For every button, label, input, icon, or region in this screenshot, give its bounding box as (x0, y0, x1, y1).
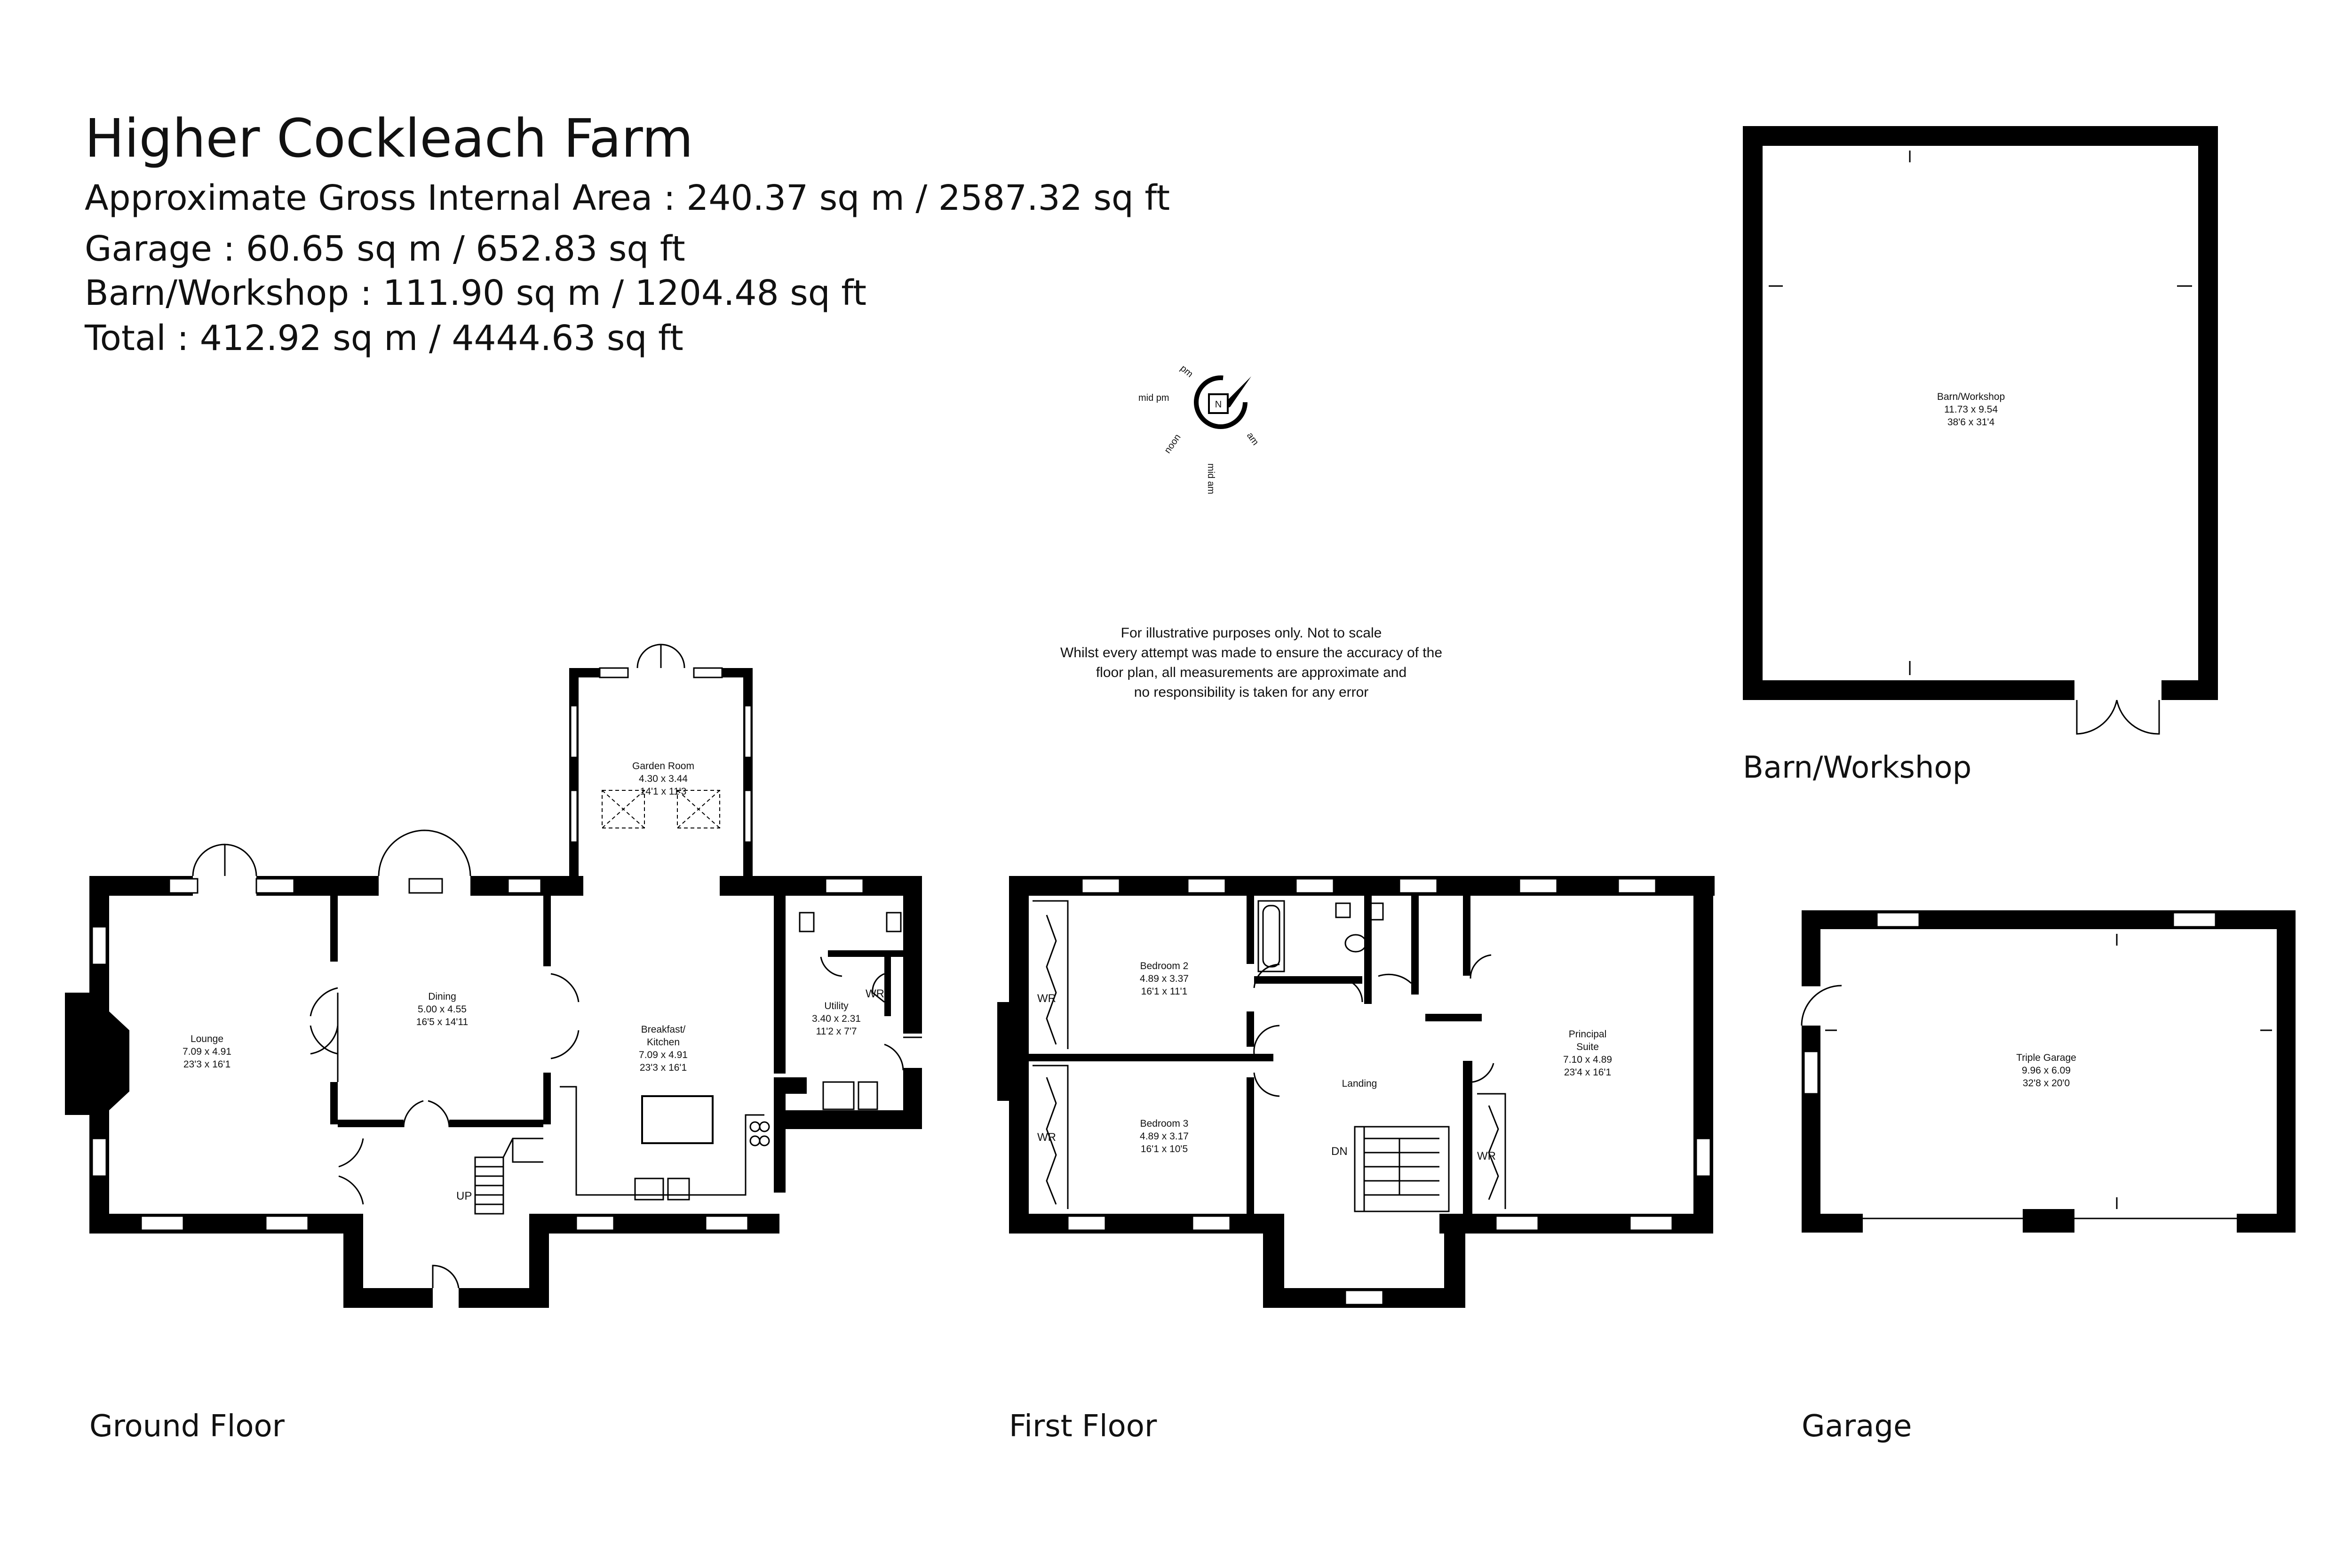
property-title: Higher Cockleach Farm (85, 108, 693, 169)
ground-floor-plan: WR UP Lounge 7.09 x 4.91 23'3 x 16'1 Din… (65, 644, 922, 1308)
room-name: Barn/Workshop (1937, 391, 2005, 402)
wardrobe-mark: WR (1037, 1131, 1056, 1144)
room-dimensions-ft: 23'3 x 16'1 (183, 1059, 230, 1070)
room-name: Kitchen (647, 1037, 680, 1048)
garage-plan: Triple Garage 9.96 x 6.09 32'8 x 20'0 (1801, 910, 2296, 1233)
room-dimensions-ft: 16'1 x 10'5 (1141, 1144, 1188, 1154)
room-dimensions-ft: 32'8 x 20'0 (2023, 1078, 2070, 1089)
first-floor-plan: WR WR WR DN Bedroom 2 4.89 x 3.37 16'1 x… (997, 876, 1715, 1308)
compass-rose-icon: N pm mid pm noon mid am am (1138, 363, 1261, 494)
room-dimensions-ft: 23'3 x 16'1 (640, 1062, 687, 1073)
room-name: Breakfast/ (641, 1024, 686, 1035)
wardrobe-mark: WR (1037, 992, 1056, 1005)
first-floor-label: First Floor (1009, 1409, 1157, 1444)
wardrobe-mark: WR (1477, 1150, 1496, 1162)
room-dimensions-ft: 14'1 x 11'3 (640, 786, 687, 797)
room-name: Landing (1342, 1078, 1377, 1089)
total-area: Total : 412.92 sq m / 4444.63 sq ft (85, 318, 683, 358)
stairs-up-mark: UP (456, 1190, 472, 1202)
room-dimensions-m: 7.10 x 4.89 (1563, 1054, 1612, 1065)
room-dimensions-ft: 16'1 x 11'1 (1141, 986, 1188, 997)
garage-label: Garage (1802, 1409, 1912, 1444)
compass-label: pm (1178, 363, 1195, 380)
room-dimensions-m: 7.09 x 4.91 (183, 1046, 231, 1057)
room-name: Bedroom 2 (1140, 961, 1189, 971)
room-name: Lounge (191, 1034, 223, 1044)
compass-north: N (1215, 399, 1222, 410)
compass-label: am (1245, 430, 1261, 447)
room-name: Suite (1576, 1042, 1599, 1052)
room-name: Garden Room (632, 761, 694, 772)
room-dimensions-ft: 16'5 x 14'11 (416, 1017, 468, 1027)
disclaimer: For illustrative purposes only. Not to s… (1016, 623, 1486, 702)
room-dimensions-m: 4.89 x 3.17 (1140, 1131, 1189, 1142)
compass-label: mid pm (1138, 393, 1169, 403)
garage-area: Garage : 60.65 sq m / 652.83 sq ft (85, 229, 685, 269)
compass-label: noon (1162, 432, 1183, 455)
room-name: Dining (428, 991, 456, 1002)
barn-area: Barn/Workshop : 111.90 sq m / 1204.48 sq… (85, 273, 867, 313)
room-dimensions-ft: 38'6 x 31'4 (1947, 417, 1995, 428)
gross-internal-area: Approximate Gross Internal Area : 240.37… (85, 178, 1170, 218)
stairs-down-mark: DN (1331, 1145, 1348, 1158)
disclaimer-line: For illustrative purposes only. Not to s… (1120, 625, 1382, 641)
room-name: Principal (1569, 1029, 1607, 1040)
room-dimensions-ft: 11'2 x 7'7 (816, 1026, 857, 1037)
room-dimensions-m: 7.09 x 4.91 (639, 1050, 688, 1060)
room-name: Bedroom 3 (1140, 1118, 1189, 1129)
room-dimensions-m: 11.73 x 9.54 (1944, 404, 1998, 415)
room-dimensions-ft: 23'4 x 16'1 (1564, 1067, 1611, 1078)
room-dimensions-m: 9.96 x 6.09 (2022, 1065, 2071, 1076)
barn-label: Barn/Workshop (1743, 750, 1972, 785)
disclaimer-line: floor plan, all measurements are approxi… (1096, 665, 1407, 680)
room-dimensions-m: 5.00 x 4.55 (418, 1004, 467, 1015)
room-name: Triple Garage (2016, 1052, 2076, 1063)
wardrobe-mark: WR (866, 987, 884, 1000)
disclaimer-line: Whilst every attempt was made to ensure … (1060, 645, 1443, 661)
room-dimensions-m: 4.30 x 3.44 (639, 773, 688, 784)
ground-floor-label: Ground Floor (89, 1409, 285, 1444)
room-name: Utility (824, 1001, 849, 1011)
room-dimensions-m: 3.40 x 2.31 (812, 1013, 861, 1024)
room-dimensions-m: 4.89 x 3.37 (1140, 973, 1189, 984)
disclaimer-line: no responsibility is taken for any error (1134, 685, 1369, 700)
barn-plan: Barn/Workshop 11.73 x 9.54 38'6 x 31'4 (1743, 126, 2218, 735)
compass-label: mid am (1206, 463, 1216, 494)
